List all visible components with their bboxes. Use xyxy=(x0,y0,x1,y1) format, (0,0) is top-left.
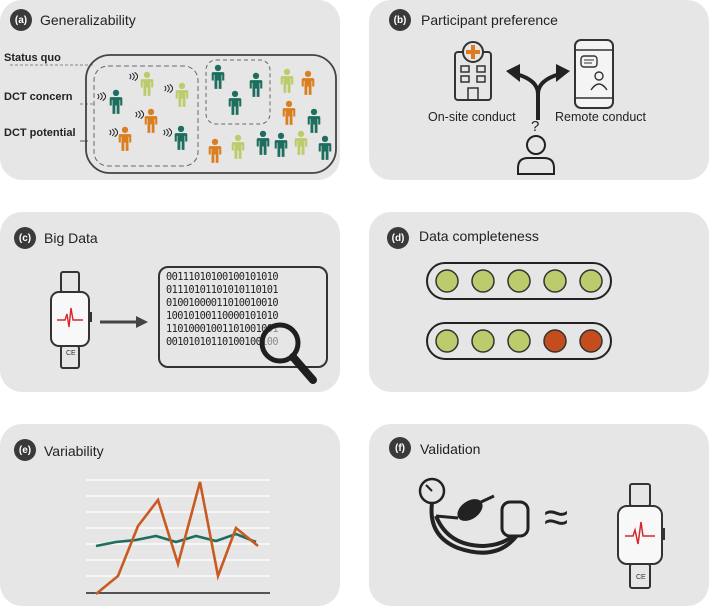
blood-pressure-cuff-icon xyxy=(418,477,530,555)
complete-data-dot xyxy=(471,329,495,353)
smartwatch-icon xyxy=(617,483,665,589)
binary-row: 00111010100100101010 xyxy=(166,271,279,283)
complete-data-dot xyxy=(507,329,531,353)
panel-title-f: Validation xyxy=(420,441,481,457)
complete-data-dot xyxy=(435,329,459,353)
panel-letter-f: (f) xyxy=(389,437,411,459)
complete-data-dot xyxy=(435,269,459,293)
panel-letter-e: (e) xyxy=(14,439,36,461)
complete-data-dot xyxy=(579,269,603,293)
smartphone-telehealth-icon xyxy=(574,39,614,109)
panel-letter-d: (d) xyxy=(387,227,409,249)
binary-row: 01001000011010010010 xyxy=(166,297,279,309)
label-dct-concern: DCT concern xyxy=(4,91,73,103)
binary-data-block: 00111010100100101010 0111010110101011010… xyxy=(158,266,328,368)
variability-plot xyxy=(86,479,270,596)
panel-title-c: Big Data xyxy=(44,230,98,246)
missing-data-dot xyxy=(543,329,567,353)
completeness-dots xyxy=(435,269,603,353)
panel-title-d: Data completeness xyxy=(419,228,539,244)
binary-row: 01110101101010110101 xyxy=(166,284,279,296)
watch-ce-mark: CE xyxy=(636,574,646,581)
approximately-equal-sign: ≈ xyxy=(544,493,569,542)
panel-letter-b: (b) xyxy=(389,9,411,31)
label-status-quo: Status quo xyxy=(4,52,61,64)
label-remote-conduct: Remote conduct xyxy=(555,110,647,124)
binary-row: 10010100110000101010 xyxy=(166,310,279,322)
complete-data-dot xyxy=(507,269,531,293)
panel-title-b: Participant preference xyxy=(421,12,558,28)
panel-letter-a: (a) xyxy=(10,9,32,31)
panel-title-a: Generalizability xyxy=(40,12,136,28)
smartwatch-icon xyxy=(50,271,92,369)
missing-data-dot xyxy=(579,329,603,353)
binary-row: 00101010110100100100 xyxy=(166,336,279,348)
panel-letter-c: (c) xyxy=(14,227,36,249)
binary-row: 11010001001101001001 xyxy=(166,323,279,335)
label-dct-potential: DCT potential xyxy=(4,127,76,139)
panel-data-completeness xyxy=(369,212,709,392)
complete-data-dot xyxy=(471,269,495,293)
completeness-rows xyxy=(426,262,612,360)
watch-ce-mark: CE xyxy=(66,350,76,357)
label-on-site-conduct: On-site conduct xyxy=(428,110,516,124)
fork-arrows xyxy=(506,64,570,120)
panel-title-e: Variability xyxy=(44,443,104,459)
hospital-icon xyxy=(454,41,492,101)
population-diagram xyxy=(10,54,337,174)
participant-icon xyxy=(517,135,555,175)
arrow-right xyxy=(100,316,148,328)
magnifier-icon xyxy=(259,322,317,384)
stable-series-line xyxy=(95,532,257,548)
question-mark: ? xyxy=(531,118,540,135)
complete-data-dot xyxy=(543,269,567,293)
variable-series-line xyxy=(95,481,259,596)
